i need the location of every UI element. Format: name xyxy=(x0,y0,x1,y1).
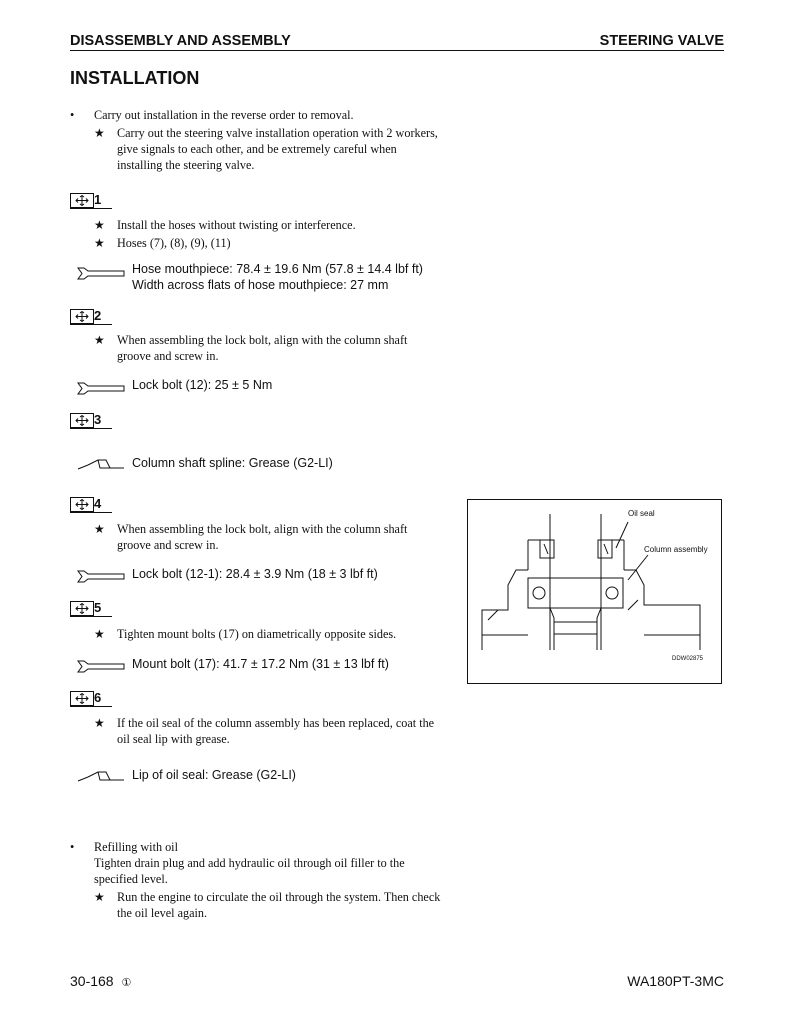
refill-bullet: Refilling with oil xyxy=(94,840,178,854)
marker-underline xyxy=(70,324,112,325)
star-mark: ★ xyxy=(94,716,105,730)
step-marker-6: 6 xyxy=(70,690,112,707)
wrench-torque-icon xyxy=(77,267,125,280)
step5-spec: Mount bolt (17): 41.7 ± 17.2 Nm (31 ± 13… xyxy=(132,657,389,671)
step1-star-2: Hoses (7), (8), (9), (11) xyxy=(117,236,231,250)
footer-model: WA180PT-3MC xyxy=(627,973,724,989)
wrench-torque-icon xyxy=(77,660,125,673)
star-mark: ★ xyxy=(94,218,105,232)
intro-star-line: give signals to each other, and be extre… xyxy=(117,142,397,156)
bullet-mark: • xyxy=(70,108,75,122)
refill-star-line: the oil level again. xyxy=(117,906,208,920)
header-section-title: DISASSEMBLY AND ASSEMBLY xyxy=(70,33,291,49)
step-number: 3 xyxy=(94,412,102,427)
step-number: 2 xyxy=(94,308,102,323)
label-oil-seal: Oil seal xyxy=(628,509,655,518)
intro-star-line: Carry out the steering valve installatio… xyxy=(117,126,438,140)
bullet-mark: • xyxy=(70,840,75,854)
marker-underline xyxy=(70,512,112,513)
marker-underline xyxy=(70,616,112,617)
footer-page-number: 30-168 ① xyxy=(70,973,131,989)
assembly-mark-icon xyxy=(70,691,94,706)
step-marker-3: 3 xyxy=(70,412,112,429)
step5-star: Tighten mount bolts (17) on diametricall… xyxy=(117,627,397,641)
step6-star-line: oil seal lip with grease. xyxy=(117,732,230,746)
assembly-mark-icon xyxy=(70,193,94,208)
star-mark: ★ xyxy=(94,236,105,250)
revision-mark: ① xyxy=(121,977,132,989)
page-number: 30-168 xyxy=(70,973,114,989)
assembly-mark-icon xyxy=(70,601,94,616)
step1-spec-line1: Hose mouthpiece: 78.4 ± 19.6 Nm (57.8 ± … xyxy=(132,262,423,276)
refill-line: specified level. xyxy=(94,872,168,886)
figure-code: DDW02875 xyxy=(672,656,704,662)
step2-star-line: groove and screw in. xyxy=(117,349,219,363)
star-mark: ★ xyxy=(94,890,105,904)
step4-star-line: When assembling the lock bolt, align wit… xyxy=(117,522,408,536)
refill-line: Tighten drain plug and add hydraulic oil… xyxy=(94,856,405,870)
intro-star-line: installing the steering valve. xyxy=(117,158,255,172)
grease-gun-icon xyxy=(77,459,124,470)
marker-underline xyxy=(70,428,112,429)
assembly-mark-icon xyxy=(70,497,94,512)
step-number: 6 xyxy=(94,690,102,705)
step6-star-line: If the oil seal of the column assembly h… xyxy=(117,716,435,730)
star-mark: ★ xyxy=(94,333,105,347)
refill-star-line: Run the engine to circulate the oil thro… xyxy=(117,890,441,904)
column-assembly-drawing xyxy=(481,514,701,650)
wrench-torque-icon xyxy=(77,382,125,395)
header-component-title: STEERING VALVE xyxy=(599,33,724,49)
marker-underline xyxy=(70,706,112,707)
page-title: INSTALLATION xyxy=(70,68,200,88)
wrench-torque-icon xyxy=(77,570,125,583)
step-number: 4 xyxy=(94,496,102,511)
step1-star-1: Install the hoses without twisting or in… xyxy=(117,218,356,232)
step4-spec: Lock bolt (12-1): 28.4 ± 3.9 Nm (18 ± 3 … xyxy=(132,567,378,581)
step-marker-5: 5 xyxy=(70,600,112,617)
step-marker-2: 2 xyxy=(70,308,112,325)
assembly-mark-icon xyxy=(70,309,94,324)
star-mark: ★ xyxy=(94,627,105,641)
step-marker-4: 4 xyxy=(70,496,112,513)
step4-star-line: groove and screw in. xyxy=(117,538,219,552)
step2-star-line: When assembling the lock bolt, align wit… xyxy=(117,333,408,347)
grease-gun-icon xyxy=(77,771,124,782)
header-rule xyxy=(70,50,724,51)
step-number: 5 xyxy=(94,600,102,615)
marker-underline xyxy=(70,208,112,209)
step-number: 1 xyxy=(94,192,102,207)
step3-spec: Column shaft spline: Grease (G2-LI) xyxy=(132,456,333,470)
column-assembly-figure: Oil seal Column assembly DDW02875 xyxy=(467,499,722,684)
intro-bullet-text: Carry out installation in the reverse or… xyxy=(94,108,354,122)
star-mark: ★ xyxy=(94,126,105,140)
step6-spec: Lip of oil seal: Grease (G2-LI) xyxy=(132,768,296,782)
label-column-assembly: Column assembly xyxy=(644,545,708,554)
step2-spec: Lock bolt (12): 25 ± 5 Nm xyxy=(132,378,273,392)
star-mark: ★ xyxy=(94,522,105,536)
assembly-mark-icon xyxy=(70,413,94,428)
step1-spec-line2: Width across flats of hose mouthpiece: 2… xyxy=(132,278,389,292)
step-marker-1: 1 xyxy=(70,192,112,209)
